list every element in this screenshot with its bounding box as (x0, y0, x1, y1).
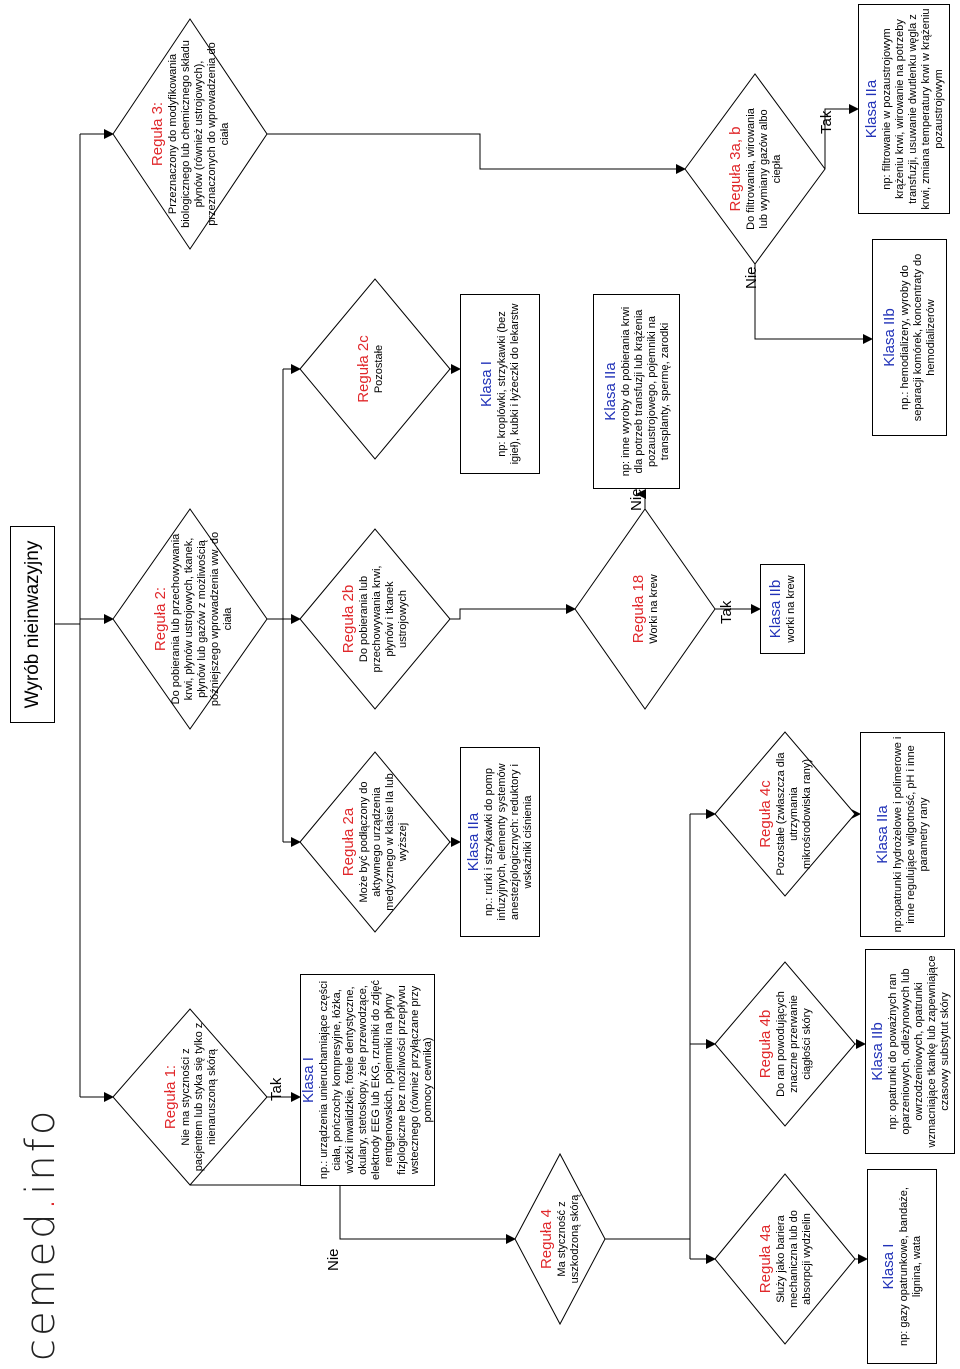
rule-1: Reguła 1: Nie ma styczności z pacjentem … (130, 1022, 250, 1172)
rule-3-title: Reguła 3: (148, 101, 166, 167)
class-box-rule2a-title: Klasa IIa (465, 812, 482, 872)
rule-2b-title: Reguła 2b (340, 584, 357, 654)
rule-2a-desc: Może być podłączony do aktywnego urządze… (358, 773, 409, 911)
rule-4: Reguła 4 Ma styczność z uszkodzoną skórą (520, 1184, 600, 1294)
rule-4a-diamond (714, 1173, 856, 1345)
class-box-rule2a: Klasa IIa np.: rurki i strzykawki do pom… (460, 747, 540, 937)
label-rule1-no: Nie (325, 1248, 342, 1271)
rule3ab-no-line (754, 264, 873, 344)
class-box-rule18-yes: Klasa IIb worki na krew (760, 564, 805, 654)
rule-2-desc: Do pobierania lub przechowywania krwi, p… (169, 531, 234, 707)
rule-3ab-diamond (684, 73, 826, 265)
class-box-rule3-no-title: Klasa IIb (881, 308, 898, 367)
rule-4b-diamond (714, 961, 856, 1127)
rule-2c-desc: Pozostałe (372, 344, 385, 394)
rule-4c-desc: Pozostałe (zwłaszcza dla utrzymania mikr… (774, 752, 813, 876)
rule-18-desc: Worki na krew (647, 574, 660, 644)
label-rule18-yes: Tak (718, 600, 735, 624)
class-box-rule4c-title: Klasa IIa (874, 805, 891, 864)
rule-2-title: Reguła 2: (151, 586, 169, 652)
rule2b-to-rule18 (450, 604, 576, 620)
root-node: Wyrób nieinwazyjny (10, 526, 55, 723)
rule18-no-line (636, 489, 646, 509)
rule-4-desc: Ma styczność z uszkodzoną skórą (556, 1194, 581, 1284)
class-box-rule18-no-title: Klasa IIa (601, 362, 619, 421)
rule-3-diamond (112, 18, 268, 250)
class-box-rule2c: Klasa I np: kroplówki, strzykawki (bez i… (460, 294, 540, 474)
rule-4c-title: Reguła 4c (756, 780, 774, 848)
label-rule18-no: Nie (628, 488, 645, 511)
rule-1-diamond (112, 1008, 268, 1186)
root-to-rule2 (55, 614, 114, 625)
class-box-rule4a-title: Klasa I (880, 1243, 897, 1290)
label-rule3-yes: Tak (818, 110, 835, 134)
label-rule1-yes: Tak (268, 1077, 285, 1101)
class-box-rule4a-desc: np: gazy opatrunkowe, bandaże, lignina, … (898, 1187, 923, 1347)
rule-4-title: Reguła 4 (538, 1208, 555, 1270)
class-box-rule4a: Klasa I np: gazy opatrunkowe, bandaże, l… (867, 1169, 937, 1364)
rule-18-title: Reguła 18 (629, 574, 647, 644)
class-box-rule2a-desc: np.: rurki i strzykawki do pomp infuzyjn… (483, 763, 534, 921)
rule3-to-rule3ab (267, 133, 686, 174)
class-box-rule18-no-desc: np: inne wyroby do pobierania krwi dla p… (619, 306, 671, 477)
rule1-no-line (190, 1184, 516, 1244)
rule-4c: Reguła 4c Pozostałe (zwłaszcza dla utrzy… (735, 749, 835, 879)
rule-4c-diamond (714, 731, 856, 897)
rule-4-diamond (514, 1152, 606, 1326)
class-box-rule1-title: Klasa I (300, 1057, 317, 1103)
rule-4b-desc: Do ran powodujących znaczne przerwanie c… (774, 991, 813, 1097)
rule-2b: Reguła 2b Do pobierania lub przechowywan… (325, 559, 425, 679)
rule-2-diamond (112, 508, 268, 730)
rule-1-desc: Nie ma styczności z pacjentem lub styka … (179, 1022, 218, 1172)
rule-2c: Reguła 2c Pozostałe (330, 324, 410, 414)
rule-4b: Reguła 4b Do ran powodujących znaczne pr… (735, 979, 835, 1109)
rule-4a-title: Reguła 4a (756, 1224, 774, 1294)
rule-2c-diamond (299, 278, 451, 460)
rule-1-title: Reguła 1: (161, 1064, 179, 1130)
rule-2b-diamond (299, 528, 451, 710)
class-box-rule18-yes-desc: worki na krew (785, 575, 797, 643)
class-box-rule18-no: Klasa IIa np: inne wyroby do pobierania … (593, 294, 680, 489)
rule-2: Reguła 2: Do pobierania lub przechowywan… (128, 524, 258, 714)
class-box-rule1: Klasa I np.: urządzenia unieruchamiające… (300, 974, 435, 1186)
rule-2b-desc: Do pobierania lub przechowywania krwi, p… (358, 565, 409, 673)
rule-2c-title: Reguła 2c (354, 335, 372, 403)
rule-2a-title: Reguła 2a (340, 807, 357, 877)
class-box-rule3-yes-desc: np: filtrowanie w pozaustrojowym krążeni… (880, 8, 945, 210)
rule-3: Reguła 3: Przeznaczony do modyfikowania … (130, 34, 250, 234)
rule-18-diamond (574, 508, 716, 710)
class-box-rule2c-desc: np: kroplówki, strzykawki (bez igieł), k… (496, 303, 521, 465)
class-box-rule3-yes: Klasa IIa np: filtrowanie w pozaustrojow… (858, 4, 950, 214)
class-box-rule4b: Klasa IIb np: opatrunki do poważnych ran… (865, 949, 955, 1154)
rule-3ab: Reguła 3a, b Do filtrowania, wirowania l… (710, 104, 800, 234)
class-box-rule3-yes-title: Klasa IIa (862, 79, 880, 139)
class-box-rule4c-desc: np:opatrunki hydrożelowe i polimerowe i … (892, 736, 930, 933)
cemed-logo: cemed.info (18, 1107, 64, 1361)
class-box-rule4b-title: Klasa IIb (868, 1022, 886, 1081)
rule-4a: Reguła 4a Służy jako bariera mechaniczna… (730, 1189, 840, 1329)
label-rule3-no: Nie (743, 266, 760, 289)
rule-3-desc: Przeznaczony do modyfikowania biologiczn… (166, 40, 231, 228)
rule-4a-desc: Służy jako bariera mechaniczna lub do ab… (774, 1210, 813, 1308)
class-box-rule3-no: Klasa IIb np.: hemodializery, wyroby do … (872, 239, 947, 436)
rule-2a-diamond (299, 751, 451, 933)
rule-3ab-title: Reguła 3a, b (726, 126, 744, 212)
class-box-rule4b-desc: np: opatrunki do poważnych ran oparzenio… (886, 955, 951, 1148)
rule-3ab-desc: Do filtrowania, wirowania lub wymiany ga… (744, 108, 783, 230)
class-box-rule4c: Klasa IIa np:opatrunki hydrożelowe i pol… (860, 732, 945, 937)
class-box-rule1-desc: np.: urządzenia unieruchamiające części … (318, 980, 434, 1180)
root-title: Wyrób nieinwazyjny (21, 540, 43, 709)
rule-4b-title: Reguła 4b (756, 1009, 774, 1079)
class-box-rule3-no-desc: np.: hemodializery, wyroby do separacji … (899, 253, 937, 422)
rule3ab-yes-line (824, 104, 859, 169)
rule-2a: Reguła 2a Może być podłączony do aktywne… (320, 772, 430, 912)
class-box-rule2c-title: Klasa I (478, 361, 495, 407)
class-box-rule18-yes-title: Klasa IIb (767, 579, 784, 639)
rule-18: Reguła 18 Worki na krew (610, 559, 680, 659)
